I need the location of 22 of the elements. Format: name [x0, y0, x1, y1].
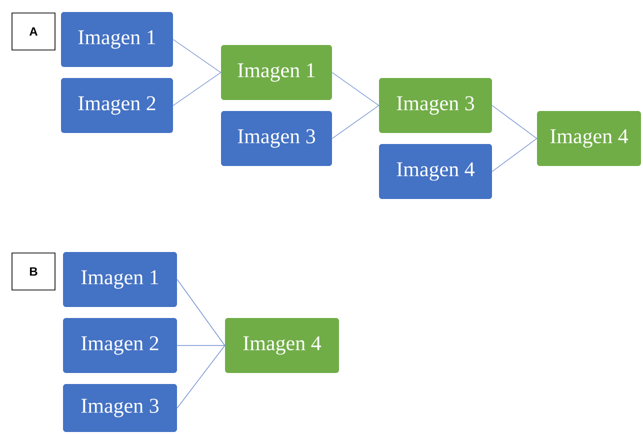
connector-line — [176, 279, 226, 346]
connector-line — [492, 138, 538, 172]
connector-line — [176, 345, 226, 408]
process-box: Imagen 4 — [537, 111, 641, 166]
connector-line — [332, 105, 380, 139]
connector-line — [176, 345, 226, 346]
connector-line — [492, 105, 538, 139]
connector-line — [332, 72, 380, 106]
panel-letter-box: A — [12, 12, 56, 50]
panel-letter-box: B — [12, 252, 56, 290]
input-box: Imagen 3 — [63, 384, 177, 432]
process-box: Imagen 1 — [221, 45, 332, 100]
input-box: Imagen 2 — [63, 318, 177, 373]
input-box: Imagen 4 — [379, 144, 492, 199]
input-box: Imagen 1 — [63, 252, 177, 307]
process-box: Imagen 3 — [379, 78, 492, 133]
input-box: Imagen 2 — [61, 78, 173, 133]
input-box: Imagen 3 — [221, 111, 332, 166]
connector-line — [172, 39, 222, 73]
input-box: Imagen 1 — [61, 12, 173, 67]
process-box: Imagen 4 — [225, 318, 339, 373]
connector-line — [172, 72, 222, 106]
